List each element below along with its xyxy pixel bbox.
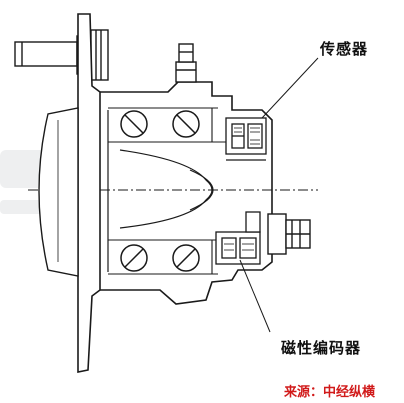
outer-ring-housing <box>100 81 273 305</box>
hub-boss <box>38 107 79 277</box>
sensor-assembly <box>225 117 267 161</box>
magnetic-encoder-ring <box>215 211 261 265</box>
top-fitting <box>175 43 197 83</box>
leader-line-sensor <box>261 57 319 119</box>
magnetic-encoder-label: 磁性编码器 <box>281 339 362 357</box>
bearing-balls <box>120 110 200 272</box>
source-prefix: 来源： <box>284 385 324 400</box>
wheel-bolt <box>14 29 109 81</box>
inner-bore <box>107 110 213 272</box>
raceways <box>108 107 226 275</box>
sensor-label: 传感器 <box>320 40 369 58</box>
leader-line-encoder <box>239 259 271 333</box>
side-connector <box>267 213 311 255</box>
source-credit: 来源：中经纵横 <box>284 381 375 400</box>
source-name: 中经纵横 <box>323 385 376 400</box>
